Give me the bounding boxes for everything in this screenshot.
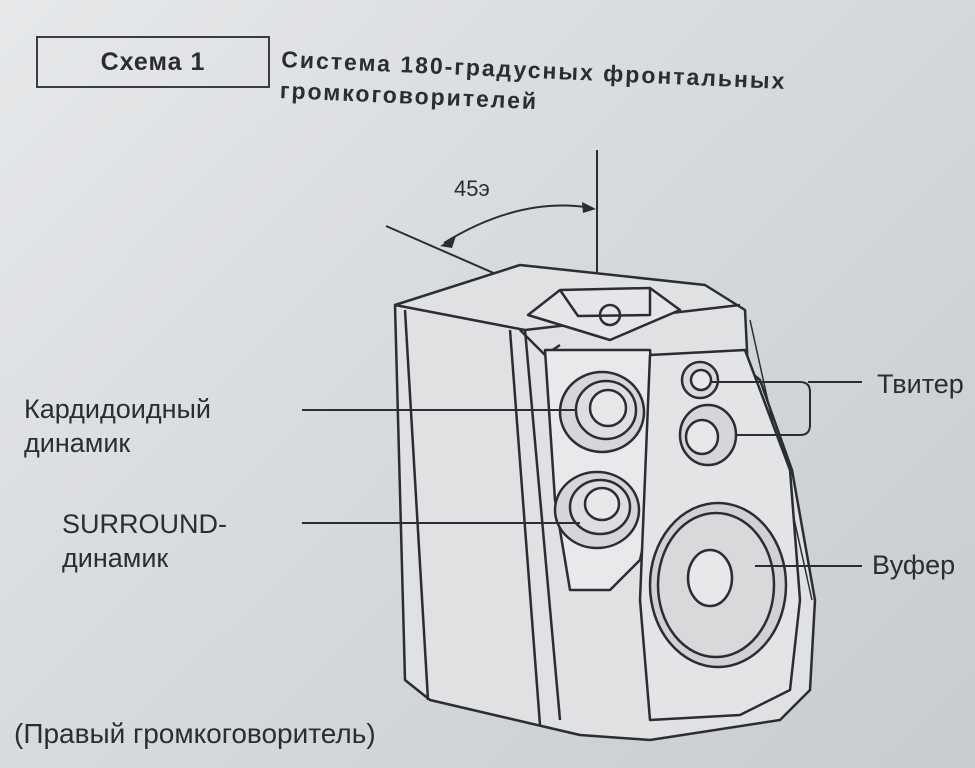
arc-arrowhead-left xyxy=(440,236,456,248)
cardioid-driver xyxy=(558,370,646,454)
angle-arc xyxy=(443,204,593,244)
label-tweeter: Твитер xyxy=(877,369,964,399)
tweeter-leader-line xyxy=(712,381,862,436)
label-surround: SURROUND-динамик xyxy=(62,509,227,573)
diagram-caption: (Правый громкоговоритель) xyxy=(14,718,376,749)
woofer-driver xyxy=(648,501,788,669)
tweeter-driver-bottom xyxy=(678,403,738,467)
scheme-label: Схема 1 xyxy=(100,47,206,76)
tweeter-driver-top xyxy=(680,360,720,400)
surround-driver xyxy=(553,470,641,550)
scheme-number-box: Схема 1 xyxy=(36,36,270,88)
angle-label: 45э xyxy=(454,176,490,201)
label-woofer: Вуфер xyxy=(872,550,956,580)
label-cardioid: Кардидоидный динамик xyxy=(24,394,211,458)
arc-arrowhead-right xyxy=(582,202,596,213)
